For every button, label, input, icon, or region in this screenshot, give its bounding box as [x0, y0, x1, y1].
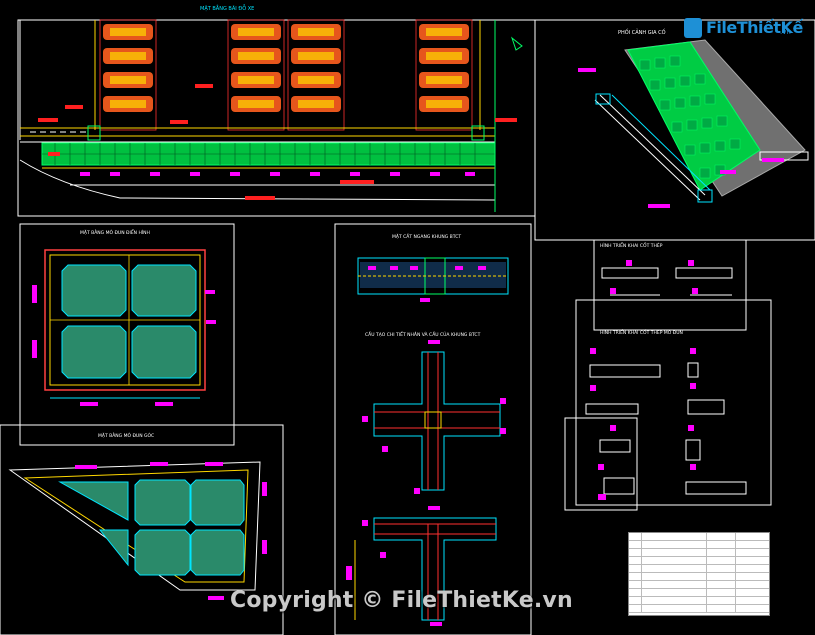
- table-row: [629, 549, 769, 557]
- frame-plan-2: [0, 424, 284, 635]
- title-section-a: MẶT CẮT NGANG KHUNG BTCT: [392, 232, 461, 240]
- frame-rebar-3: [564, 417, 638, 511]
- title-perspective: PHỐI CẢNH GIA CỐ: [618, 28, 666, 36]
- paver-plan-2: MẶT BẰNG MÔ ĐUN GÓC: [8, 431, 267, 600]
- logo-icon: [684, 18, 702, 38]
- table-row: [629, 533, 769, 541]
- table-row: [629, 541, 769, 549]
- copyright-watermark: Copyright © FileThietKe.vn: [230, 588, 573, 613]
- frame-rebar-1: [593, 239, 747, 331]
- materials-table: [628, 532, 770, 616]
- frame-plan-1: [19, 223, 235, 446]
- table-row: [629, 597, 769, 605]
- site-logo[interactable]: FileThiếtKế .vn: [678, 14, 808, 44]
- parking-plan: MẶT BẰNG BÃI ĐỖ XE: [19, 4, 523, 212]
- perspective-view: PHỐI CẢNH GIA CỐ: [578, 28, 809, 208]
- title-rebar-2: HÌNH TRIỂN KHAI CỐT THÉP MÔ ĐUN: [600, 328, 683, 336]
- table-row: [629, 605, 769, 613]
- section-details: MẶT CẮT NGANG KHUNG BTCT CẤU TẠO CHI TIẾ…: [346, 232, 509, 626]
- table-row: [629, 557, 769, 565]
- title-section-b: CẤU TẠO CHI TIẾT NHÂN VÀ CẤU CỦA KHUNG B…: [365, 330, 481, 338]
- table-row: [629, 573, 769, 581]
- frame-rebar-2: [575, 299, 772, 506]
- title-plan-1: MẶT BẰNG MÔ ĐUN ĐIỂN HÌNH: [80, 228, 150, 236]
- table-row: [629, 589, 769, 597]
- logo-brand: FileThiếtKế: [706, 18, 803, 37]
- table-row: [629, 565, 769, 573]
- frame-sections: [334, 223, 532, 635]
- title-rebar-1: HÌNH TRIỂN KHAI CỐT THÉP: [600, 241, 663, 249]
- rebar-details: HÌNH TRIỂN KHAI CỐT THÉP HÌNH TRIỂN KHAI…: [585, 241, 747, 500]
- title-top-plan: MẶT BẰNG BÃI ĐỖ XE: [200, 4, 254, 12]
- paver-plan-1: MẶT BẰNG MÔ ĐUN ĐIỂN HÌNH: [32, 228, 216, 406]
- logo-domain: .vn: [780, 28, 791, 36]
- title-plan-2: MẶT BẰNG MÔ ĐUN GÓC: [98, 431, 154, 439]
- table-row: [629, 581, 769, 589]
